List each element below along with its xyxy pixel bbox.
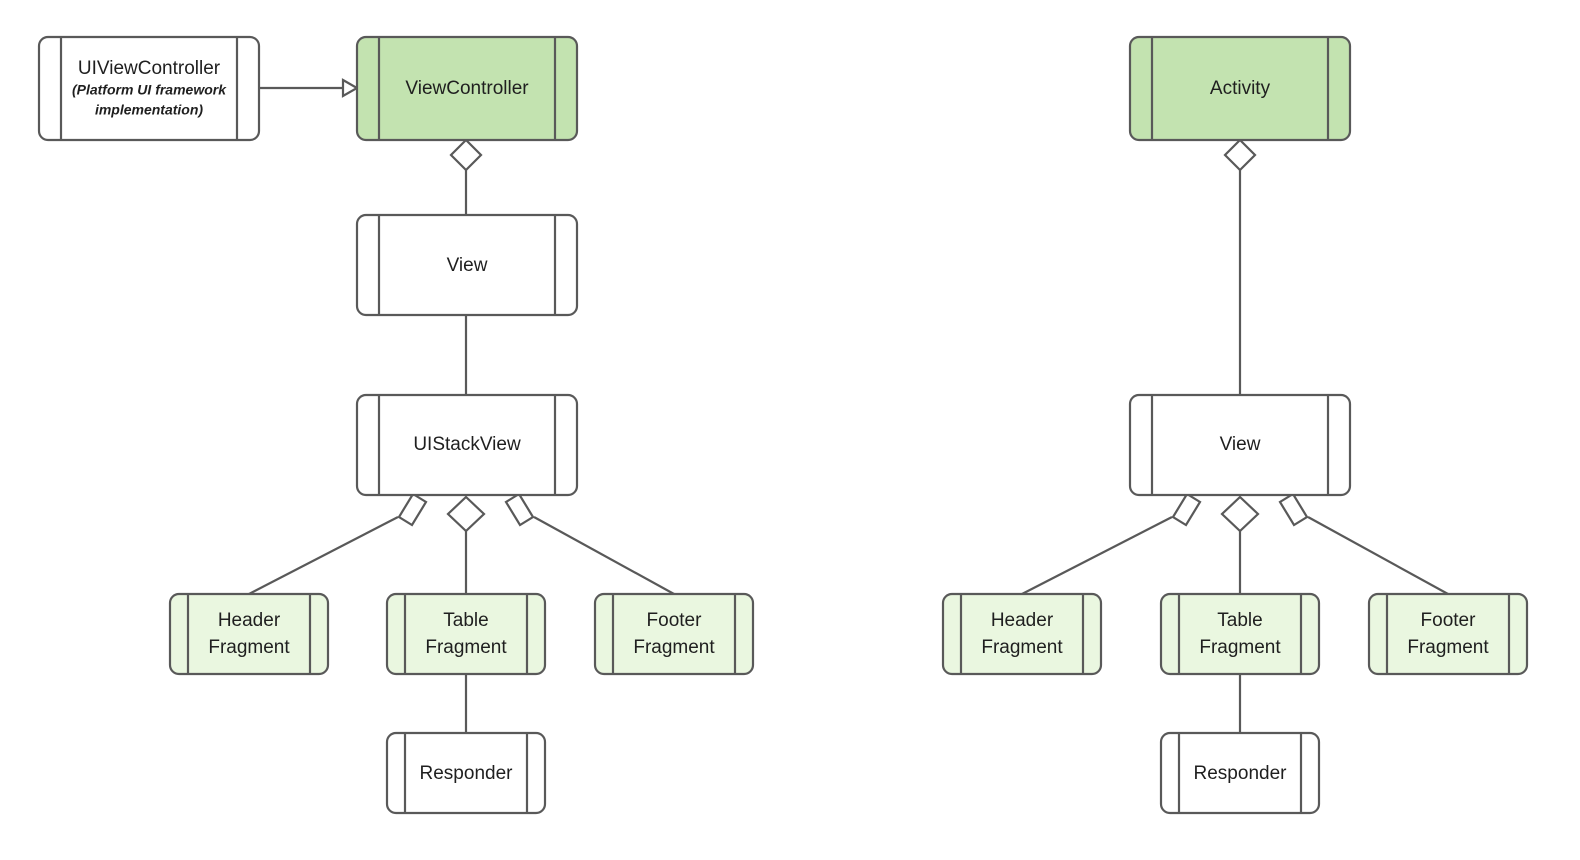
node-uiviewcontroller[interactable]: UIViewController (Platform UI framework … <box>37 35 261 142</box>
node-label-footer-fragment-android-line2: Fragment <box>1407 637 1489 658</box>
connector-uiviewcontroller-to-viewcontroller <box>259 78 360 98</box>
node-footer-fragment-ios[interactable]: Footer Fragment <box>593 592 755 676</box>
node-label-header-fragment-android-line2: Fragment <box>981 637 1063 658</box>
node-label-footer-fragment-android-line1: Footer <box>1421 610 1477 631</box>
node-header-fragment-ios[interactable]: Header Fragment <box>168 592 330 676</box>
connector-uistackview-to-table-fragment <box>446 495 486 594</box>
node-label-header-fragment-android-line1: Header <box>991 610 1054 631</box>
node-viewcontroller[interactable]: ViewController <box>355 35 579 142</box>
connector-viewcontroller-to-view <box>449 138 483 215</box>
node-label-footer-fragment-ios-line2: Fragment <box>633 637 715 658</box>
node-header-fragment-android[interactable]: Header Fragment <box>941 592 1103 676</box>
node-label-footer-fragment-ios-line1: Footer <box>647 610 703 631</box>
connector-activity-to-view <box>1223 138 1257 395</box>
node-label-viewcontroller: ViewController <box>405 78 529 99</box>
node-label-activity: Activity <box>1210 78 1271 99</box>
node-activity[interactable]: Activity <box>1128 35 1352 142</box>
node-view-android[interactable]: View <box>1128 393 1352 497</box>
node-sublabel-uiviewcontroller-line1: (Platform UI framework <box>72 82 227 98</box>
node-label-header-fragment-ios-line1: Header <box>218 610 281 631</box>
node-view-ios[interactable]: View <box>355 213 579 317</box>
node-responder-ios[interactable]: Responder <box>385 731 547 815</box>
node-label-responder-android: Responder <box>1194 763 1288 784</box>
node-label-table-fragment-android-line2: Fragment <box>1199 637 1281 658</box>
node-sublabel-uiviewcontroller-line2: implementation) <box>95 102 203 118</box>
node-label-uistackview: UIStackView <box>413 434 521 455</box>
connector-view-to-table-fragment <box>1220 495 1260 594</box>
connector-uistackview-to-footer-fragment <box>504 492 675 595</box>
node-footer-fragment-android[interactable]: Footer Fragment <box>1367 592 1529 676</box>
connector-view-to-header-fragment <box>1021 492 1202 595</box>
node-table-fragment-ios[interactable]: Table Fragment <box>385 592 547 676</box>
node-label-table-fragment-android-line1: Table <box>1217 610 1262 631</box>
node-label-view-android: View <box>1220 434 1261 455</box>
node-label-table-fragment-ios-line2: Fragment <box>425 637 507 658</box>
node-uistackview[interactable]: UIStackView <box>355 393 579 497</box>
node-label-table-fragment-ios-line1: Table <box>443 610 488 631</box>
node-label-uiviewcontroller: UIViewController <box>78 58 221 79</box>
node-label-view-ios: View <box>447 255 488 276</box>
connector-view-to-footer-fragment <box>1278 492 1449 595</box>
connector-uistackview-to-header-fragment <box>248 492 428 595</box>
node-label-responder-ios: Responder <box>420 763 514 784</box>
node-responder-android[interactable]: Responder <box>1159 731 1321 815</box>
node-table-fragment-android[interactable]: Table Fragment <box>1159 592 1321 676</box>
node-label-header-fragment-ios-line2: Fragment <box>208 637 290 658</box>
